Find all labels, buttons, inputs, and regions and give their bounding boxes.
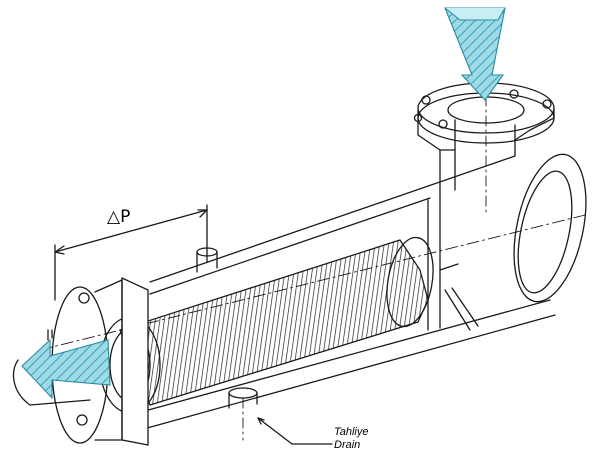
flow-arrow-left-icon — [21, 338, 111, 400]
drain-port — [228, 387, 258, 441]
drain-label-turkish: Tahliye — [334, 426, 369, 438]
flow-arrow-down-icon — [444, 7, 506, 101]
drain-label-english: Drain — [334, 439, 361, 451]
body-shell — [129, 153, 587, 431]
pressure-drop-label: △P — [107, 207, 131, 227]
pressure-drop-dimension — [54, 204, 208, 301]
inlet-nozzle — [413, 82, 555, 216]
filter-element-coil — [39, 214, 586, 414]
drain-leader-line — [257, 417, 333, 445]
